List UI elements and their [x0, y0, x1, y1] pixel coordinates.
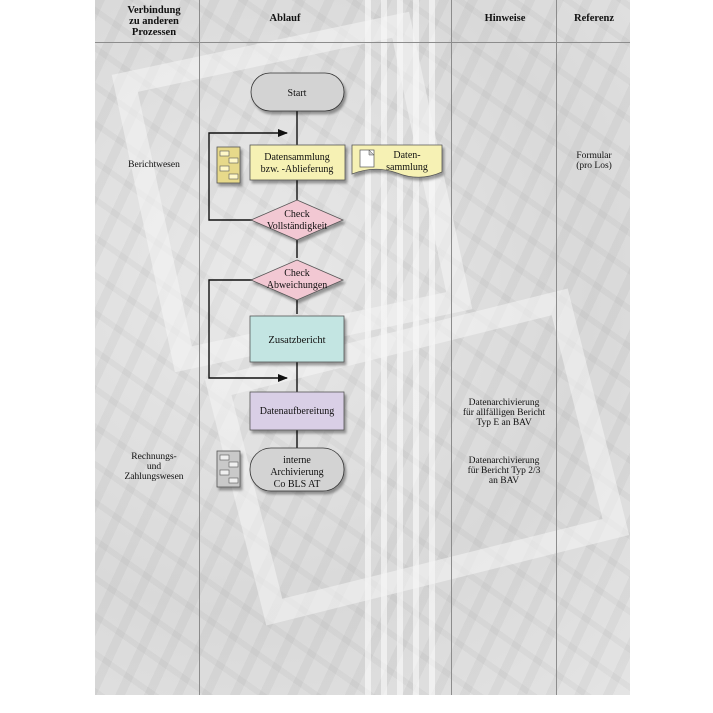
archivierung-terminal: interne Archivierung Co BLS AT: [249, 447, 345, 492]
column-header-hinweise: Hinweise: [484, 13, 526, 24]
zusatzbericht-shape: [249, 315, 345, 363]
archivierung-label: Co BLS AT: [274, 479, 321, 490]
marble-background: [95, 0, 630, 695]
check-abweichungen-label: Check: [284, 268, 310, 279]
flow-connectors: [208, 111, 298, 448]
connection-line: und: [146, 462, 162, 472]
check-abweichungen-decision: Check Abweichungen: [249, 259, 345, 301]
document-label: sammlung: [386, 162, 428, 173]
column-header-referenz: Referenz: [573, 13, 615, 24]
note-line: Datenarchivierung: [468, 456, 540, 466]
archivierung-label: Archivierung: [270, 467, 323, 478]
reference-line: Formular: [576, 151, 612, 161]
note-line: Datenarchivierung: [468, 398, 540, 408]
archivierung-shape: [249, 447, 345, 492]
header-line: Prozessen: [131, 27, 177, 38]
check-abweichungen-shape: [249, 259, 345, 301]
note-archiv-typ-23: Datenarchivierung für Bericht Typ 2/3 an…: [451, 456, 557, 486]
bypass-abweichungen: [208, 279, 288, 382]
archivierung-label: interne: [283, 455, 311, 466]
check-vollstaendigkeit-label: Check: [284, 209, 310, 220]
column-divider: [556, 0, 557, 695]
datensammlung-process: Datensammlung bzw. -Ablieferung: [249, 144, 346, 181]
column-divider: [199, 0, 200, 695]
start-label: Start: [288, 88, 307, 99]
document-shape: [351, 144, 443, 178]
header-divider: [95, 42, 630, 43]
check-abweichungen-label: Abweichungen: [267, 280, 328, 291]
datensammlung-label: Datensammlung: [264, 152, 330, 163]
connection-line: Zahlungswesen: [124, 472, 184, 482]
stacked-database-icon: [216, 450, 241, 488]
document-icon: [359, 149, 375, 168]
reference-line: (pro Los): [576, 161, 612, 171]
note-line: Typ E an BAV: [476, 418, 532, 428]
note-line: für Bericht Typ 2/3: [467, 466, 541, 476]
datenaufbereitung-process: Datenaufbereitung: [249, 391, 345, 431]
check-vollstaendigkeit-shape: [249, 199, 345, 241]
datenaufbereitung-label: Datenaufbereitung: [260, 406, 334, 417]
datensammlung-document: Daten- sammlung: [351, 144, 443, 178]
datenaufbereitung-shape: [249, 391, 345, 431]
datensammlung-label: bzw. -Ablieferung: [261, 164, 334, 175]
connection-line: Rechnungs-: [131, 452, 177, 462]
column-divider: [451, 0, 452, 695]
stacked-database-icon: [216, 146, 241, 184]
connection-berichtwesen: Berichtwesen: [128, 160, 180, 170]
reference-formular: Formular (pro Los): [560, 151, 628, 171]
zusatzbericht-label: Zusatzbericht: [268, 335, 325, 346]
zusatzbericht-process: Zusatzbericht: [249, 315, 345, 363]
note-archiv-typ-e: Datenarchivierung für allfälligen Berich…: [451, 398, 557, 428]
note-line: an BAV: [488, 476, 520, 486]
check-vollstaendigkeit-label: Vollständigkeit: [267, 221, 328, 232]
check-vollstaendigkeit-decision: Check Vollständigkeit: [249, 199, 345, 241]
header-line: Verbindung: [127, 5, 181, 16]
connection-rechnungswesen: Rechnungs- und Zahlungswesen: [110, 452, 198, 482]
datensammlung-shape: [249, 144, 346, 181]
note-line: für allfälligen Bericht: [462, 408, 546, 418]
background-stripes: [365, 0, 445, 695]
column-header-ablauf: Ablauf: [269, 13, 301, 24]
document-label: Daten-: [393, 150, 420, 161]
start-shape: [250, 72, 345, 112]
header-line: zu anderen: [129, 16, 179, 27]
column-header-verbindung: Verbindung zu anderen Prozessen: [118, 5, 190, 38]
loop-back-vollstaendigkeit: [208, 129, 288, 221]
start-terminal: Start: [250, 72, 345, 112]
